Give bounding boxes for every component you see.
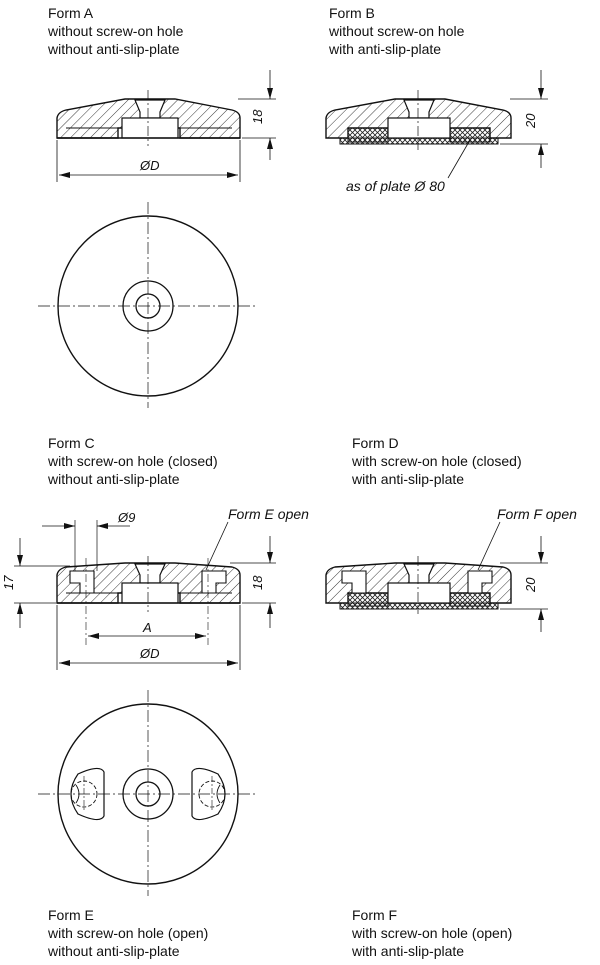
form-e-line2: without anti-slip-plate [48, 943, 180, 959]
form-f-line2: with anti-slip-plate [352, 943, 465, 959]
form-c-line1: with screw-on hole (closed) [48, 453, 218, 469]
caption-form-e: Form E with screw-on hole (open) without… [48, 906, 208, 960]
top-view-with-holes [38, 690, 258, 896]
form-f-line1: with screw-on hole (open) [352, 925, 513, 941]
open-f-label: Form F open [497, 506, 577, 522]
form-b-line1: without screw-on hole [329, 23, 465, 39]
form-e-name: Form E [48, 907, 94, 923]
diameter-d-label: ØD [139, 158, 160, 173]
open-e-label: Form E open [228, 506, 309, 522]
form-a-line1: without screw-on hole [48, 23, 184, 39]
form-b-line2: with anti-slip-plate [329, 41, 442, 57]
height-a-label: 18 [250, 109, 265, 124]
form-a-line2: without anti-slip-plate [48, 41, 180, 57]
form-b-section-view [325, 70, 548, 179]
form-d-section-view [325, 521, 548, 632]
spacing-a-label: A [142, 620, 152, 635]
form-f-name: Form F [352, 907, 398, 923]
height-b-label: 20 [523, 113, 538, 129]
height-d-label: 20 [523, 577, 538, 593]
height-c-right-label: 18 [250, 575, 265, 590]
form-c-line2: without anti-slip-plate [48, 471, 180, 487]
form-b-name: Form B [329, 5, 375, 21]
caption-form-b: Form B without screw-on hole with anti-s… [329, 4, 464, 58]
form-d-name: Form D [352, 435, 399, 451]
caption-form-c: Form C with screw-on hole (closed) witho… [48, 434, 218, 488]
diameter-d-c-label: ØD [139, 646, 160, 661]
plate-note-label: as of plate Ø 80 [346, 178, 445, 194]
caption-form-a: Form A without screw-on hole without ant… [48, 4, 183, 58]
form-d-line1: with screw-on hole (closed) [352, 453, 522, 469]
form-a-name: Form A [48, 5, 94, 21]
caption-form-f: Form F with screw-on hole (open) with an… [352, 906, 512, 960]
top-view-plain [38, 202, 258, 408]
form-a-section-view [56, 70, 276, 182]
form-e-line1: with screw-on hole (open) [48, 925, 209, 941]
hole-dia-label: Ø9 [117, 510, 135, 525]
caption-form-d: Form D with screw-on hole (closed) with … [352, 434, 522, 488]
form-d-line2: with anti-slip-plate [352, 471, 465, 487]
form-c-name: Form C [48, 435, 95, 451]
form-c-section-view [14, 520, 276, 670]
height-c-left-label: 17 [1, 575, 16, 590]
